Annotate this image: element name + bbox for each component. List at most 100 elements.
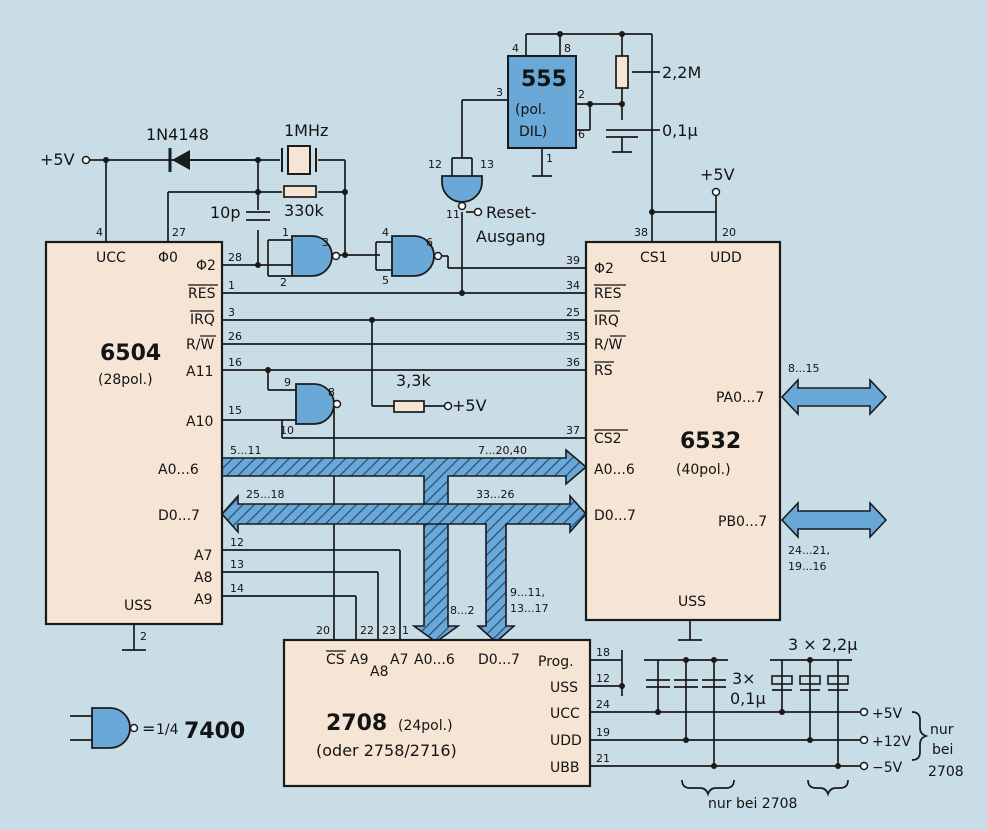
label-r22m: 2,2M (662, 63, 701, 82)
pin-label: 7...20,40 (478, 444, 527, 457)
address-bus (221, 448, 588, 643)
chip-6504-res: RES (188, 286, 216, 302)
pin-label: 16 (228, 356, 242, 369)
chip-6532-cs1: CS1 (640, 250, 668, 266)
label-elko: 3 × 2,2µ (788, 635, 857, 654)
pin-label: 36 (566, 356, 580, 369)
label-r33k: 3,3k (396, 371, 431, 390)
chip-6504-irq: IRQ (190, 312, 215, 328)
pin-label: 2 (140, 630, 147, 643)
pin-label: 1 (546, 152, 553, 165)
port-b-arrow (780, 500, 888, 540)
pin-label: 2 (280, 276, 287, 289)
pin-label: 35 (566, 330, 580, 343)
label-diode: 1N4148 (146, 125, 209, 144)
chip-6532-pa: PA0...7 (716, 390, 764, 406)
pin-label: 6 (578, 128, 585, 141)
port-a-arrow (780, 377, 888, 417)
data-bus (220, 493, 588, 644)
chip-2708-d07: D0...7 (478, 652, 520, 668)
terminals (81, 155, 869, 771)
chip-6504-uss: USS (124, 598, 152, 614)
label-cap3x-val: 0,1µ (730, 689, 766, 708)
label-reset1: Reset- (486, 203, 536, 222)
chip-6504-phi2: Φ2 (196, 258, 216, 274)
chip-6532-pb: PB0...7 (718, 514, 767, 530)
pin-label: 34 (566, 279, 580, 292)
pin-label: 8 (328, 386, 335, 399)
label-p5v-r33: +5V (452, 396, 487, 415)
pin-numbers: 4 27 28 1 3 26 16 15 5...11 25...18 12 1… (96, 42, 830, 765)
pin-label: 23 (382, 624, 396, 637)
chip-2708-udd: UDD (550, 733, 582, 749)
label-nur: nur (930, 722, 954, 738)
label-2708-note: 2708 (928, 764, 964, 780)
pin-label: 26 (228, 330, 242, 343)
chip-2708 (282, 638, 592, 788)
pin-label: 10 (280, 424, 294, 437)
label-out-5v: +5V (872, 706, 903, 722)
chip-6504-ucc: UCC (96, 250, 126, 266)
pin-label: 28 (228, 251, 242, 264)
pin-label: 21 (596, 752, 610, 765)
chip-6504-rw: R/W (186, 337, 214, 353)
label-out-m5v: −5V (872, 760, 903, 776)
chip-2708-cs: CS (326, 652, 345, 668)
chip-6532-pkg: (40pol.) (676, 462, 731, 478)
legend-equals: = (142, 719, 155, 738)
legend-part: 7400 (184, 719, 245, 744)
chip-555-name: 555 (521, 67, 567, 92)
chip-6532-cs2: CS2 (594, 431, 622, 447)
crystal-symbol (281, 145, 317, 175)
pin-label: 13...17 (510, 602, 548, 615)
pin-label: 8...2 (450, 604, 475, 617)
pin-label: 8...15 (788, 362, 820, 375)
chip-2708-a8: A8 (370, 664, 388, 680)
pin-label: 25 (566, 306, 580, 319)
labels: +5V 1N4148 1MHz 10p 330k 2,2M 0,1µ 3,3k … (40, 63, 964, 812)
chip-6504-d07: D0...7 (158, 508, 200, 524)
chip-2708-uss: USS (550, 680, 578, 696)
pin-label: 1 (228, 279, 235, 292)
chip-6504-a11: A11 (186, 364, 213, 380)
chip-6532-udd: UDD (710, 250, 742, 266)
pin-label: 9...11, (510, 586, 545, 599)
pin-label: 33...26 (476, 488, 514, 501)
chip-2708-name: 2708 (326, 711, 387, 736)
pin-label: 19 (596, 726, 610, 739)
pin-label: 20 (722, 226, 736, 239)
chip-6532-rs: RS (594, 363, 613, 379)
chip-6532-d07: D0...7 (594, 508, 636, 524)
pin-label: 3 (322, 236, 329, 249)
label-c01u: 0,1µ (662, 121, 698, 140)
chip-2708-prog: Prog. (538, 654, 574, 670)
pin-label: 9 (284, 376, 291, 389)
pin-label: 27 (172, 226, 186, 239)
pin-label: 3 (496, 86, 503, 99)
chip-2708-a7: A7 (390, 652, 408, 668)
chip-6504-pkg: (28pol.) (98, 372, 153, 388)
pin-label: 5 (382, 274, 389, 287)
chip-2708-alt: (oder 2758/2716) (316, 741, 457, 760)
label-nur-bei-2708: nur bei 2708 (708, 796, 797, 812)
chip-6504-a10: A10 (186, 414, 213, 430)
chip-2708-pkg: (24pol.) (398, 718, 453, 734)
chip-555 (507, 55, 577, 149)
legend-frac: 1/4 (156, 722, 179, 738)
label-cap10p: 10p (210, 203, 241, 222)
pin-label: 3 (228, 306, 235, 319)
pin-label: 4 (96, 226, 103, 239)
pin-label: 18 (596, 646, 610, 659)
chip-2708-a9: A9 (350, 652, 368, 668)
label-bei: bei (932, 742, 953, 758)
pin-label: 8 (564, 42, 571, 55)
chip-2708-ucc: UCC (550, 706, 580, 722)
pin-label: 5...11 (230, 444, 262, 457)
pin-label: 20 (316, 624, 330, 637)
pin-label: 4 (512, 42, 519, 55)
chip-6532-a06: A0...6 (594, 462, 635, 478)
pin-label: 1 (402, 624, 409, 637)
chip-6532-uss: USS (678, 594, 706, 610)
chip-6504-a7: A7 (194, 548, 212, 564)
